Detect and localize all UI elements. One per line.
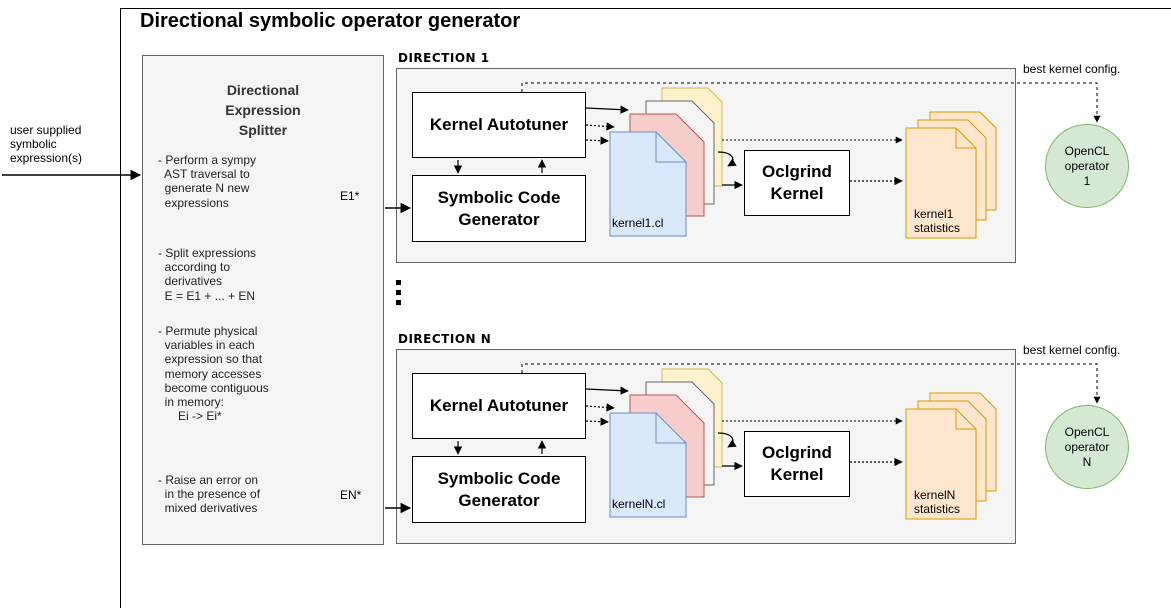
kernel-autotuner-box: Kernel Autotuner (412, 92, 586, 158)
autotuner-to-file-2 (585, 122, 615, 131)
code-generator-box: Symbolic Code Generator (412, 175, 586, 242)
ellipsis-dots (396, 280, 404, 310)
stats-label-line: kernelN (914, 488, 956, 502)
edge-label-en: EN* (340, 488, 362, 502)
kernel-file-blue (609, 131, 687, 237)
oclgrind-line: Kernel (770, 184, 824, 203)
oclgrind-box: Oclgrind Kernel (744, 431, 850, 497)
code-generator-line: Symbolic Code (437, 468, 561, 488)
best-config-arrow (521, 82, 1101, 123)
stats-label-line: statistics (914, 221, 961, 235)
direction-1-title: DIRECTION 1 (398, 51, 490, 65)
autotuner-to-file-2 (585, 403, 615, 412)
oclgrind-line: Oclgrind (762, 162, 832, 181)
oclgrind-line: Oclgrind (762, 443, 832, 462)
autotuner-to-file-1 (585, 105, 629, 114)
code-generator-line: Generator (458, 209, 540, 229)
oclgrind-box: Oclgrind Kernel (744, 150, 850, 216)
kernel-file-label: kernelN.cl (612, 497, 666, 511)
code-generator-line: Symbolic Code (437, 187, 561, 207)
splitter-title-line: Directional (226, 82, 300, 98)
best-config-arrow (521, 363, 1101, 404)
best-config-label: best kernel config. (1023, 343, 1121, 357)
connectors-overlay (2, 82, 1101, 520)
oclgrind-line: Kernel (770, 465, 824, 484)
best-config-label: best kernel config. (1023, 62, 1121, 76)
diagram-title: Directional symbolic operator generator (140, 10, 521, 32)
splitter-title: Directional Expression Splitter (142, 80, 384, 140)
stats-label: kernel1 statistics (914, 207, 960, 235)
kernel-file-fold (655, 132, 686, 163)
direction-n-title: DIRECTION N (398, 332, 492, 346)
splitter-bullet: - Perform a sympy AST traversal to gener… (158, 153, 257, 210)
splitter-bullet: - Raise an error on in the presence of m… (158, 473, 261, 516)
stats-label-line: statistics (914, 502, 961, 516)
splitter-title-line: Expression (225, 102, 301, 118)
direction-1-graphics (385, 82, 1101, 239)
direction-n-graphics (384, 363, 1101, 520)
splitter-bullet: - Permute physical variables in each exp… (158, 324, 269, 424)
edge-label-e1: E1* (340, 189, 360, 203)
stats-page-fold (955, 409, 976, 430)
opencl-operator-n: OpenCL operator N (1045, 405, 1129, 489)
input-label: user supplied symbolic expression(s) (10, 123, 83, 165)
code-generator-box: Symbolic Code Generator (412, 456, 586, 523)
kernel-file-blue (609, 412, 687, 518)
opencl-operator-1: OpenCL operator 1 (1045, 124, 1129, 208)
stats-page-front (905, 408, 977, 520)
stats-label-line: kernel1 (914, 207, 954, 221)
stats-label: kernelN statistics (914, 488, 960, 516)
stats-page-front (905, 127, 977, 239)
splitter-title-line: Splitter (238, 122, 288, 138)
splitter-box (142, 55, 384, 545)
file-loop-arrow (717, 151, 737, 167)
code-generator-line: Generator (458, 490, 540, 510)
kernel-autotuner-box: Kernel Autotuner (412, 373, 586, 439)
kernel-file-fold (655, 413, 686, 444)
file-loop-arrow (717, 432, 737, 448)
autotuner-to-file-1 (585, 386, 629, 395)
kernel-file-label: kernel1.cl (612, 216, 664, 230)
autotuner-to-file-3 (585, 136, 609, 145)
autotuner-to-file-3 (585, 417, 609, 426)
generator-frame (120, 8, 1171, 608)
stats-page-fold (955, 128, 976, 149)
splitter-bullet: - Split expressions according to derivat… (158, 246, 257, 303)
